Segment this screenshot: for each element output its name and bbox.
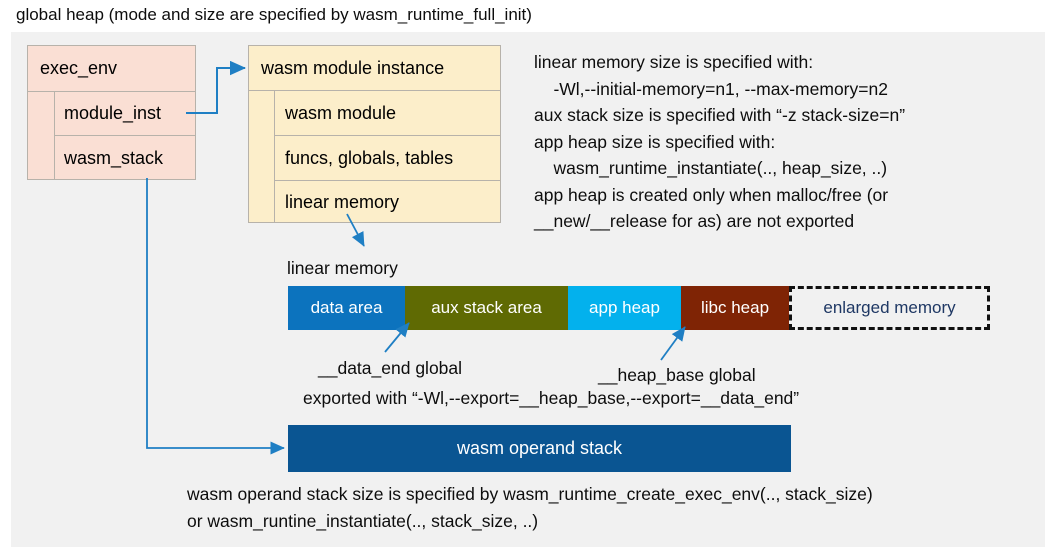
segment-enlarged-memory: enlarged memory: [789, 286, 990, 330]
wasm-module-instance-header: wasm module instance: [249, 46, 500, 91]
page-title: global heap (mode and size are specified…: [16, 5, 532, 24]
wasm-module-instance-box: wasm module instance wasm module funcs, …: [248, 45, 501, 223]
note-line-1: linear memory size is specified with:: [534, 52, 814, 72]
annotation-exported-with: exported with “-Wl,--export=__heap_base,…: [303, 388, 800, 408]
row-funcs-globals-tables: funcs, globals, tables: [275, 136, 500, 181]
linear-memory-notes: linear memory size is specified with: -W…: [534, 49, 1039, 235]
exec-env-header: exec_env: [28, 46, 195, 92]
note-line-6: app heap is created only when malloc/fre…: [534, 184, 889, 205]
note-line-5: wasm_runtime_instantiate(.., heap_size, …: [534, 158, 888, 178]
segment-app-heap: app heap: [568, 286, 681, 330]
note-line-2: -Wl,--initial-memory=n1, --max-memory=n2: [534, 78, 888, 99]
exec-env-gutter: [28, 92, 55, 180]
note-line-3: aux stack size is specified with “-z sta…: [534, 105, 906, 125]
note-line-7: __new/__release for as) are not exported: [534, 211, 855, 231]
bottom-note-line-1: wasm operand stack size is specified by …: [187, 484, 873, 504]
annotation-heap-base: __heap_base global: [598, 365, 756, 385]
segment-libc-heap: libc heap: [681, 286, 789, 330]
exec-env-box: exec_env module_inst wasm_stack: [27, 45, 196, 180]
segment-aux-stack-area: aux stack area: [405, 286, 568, 330]
note-line-4: app heap size is specified with:: [534, 131, 776, 152]
row-wasm-module: wasm module: [275, 91, 500, 136]
exec-env-row-wasm-stack: wasm_stack: [64, 147, 164, 168]
segment-data-area: data area: [288, 286, 405, 330]
annotation-data-end: __data_end global: [318, 358, 463, 378]
wasm-module-instance-gutter: [249, 91, 275, 222]
operand-stack-notes: wasm operand stack size is specified by …: [187, 481, 1037, 535]
linear-memory-bar-label: linear memory: [287, 258, 398, 278]
exec-env-row-module-inst: module_inst: [55, 92, 195, 136]
linear-memory-bar: data area aux stack area app heap libc h…: [288, 286, 990, 330]
row-linear-memory: linear memory: [285, 191, 400, 212]
wasm-operand-stack-bar: wasm operand stack: [288, 425, 791, 472]
bottom-note-line-2: or wasm_runtine_instantiate(.., stack_si…: [187, 511, 539, 531]
